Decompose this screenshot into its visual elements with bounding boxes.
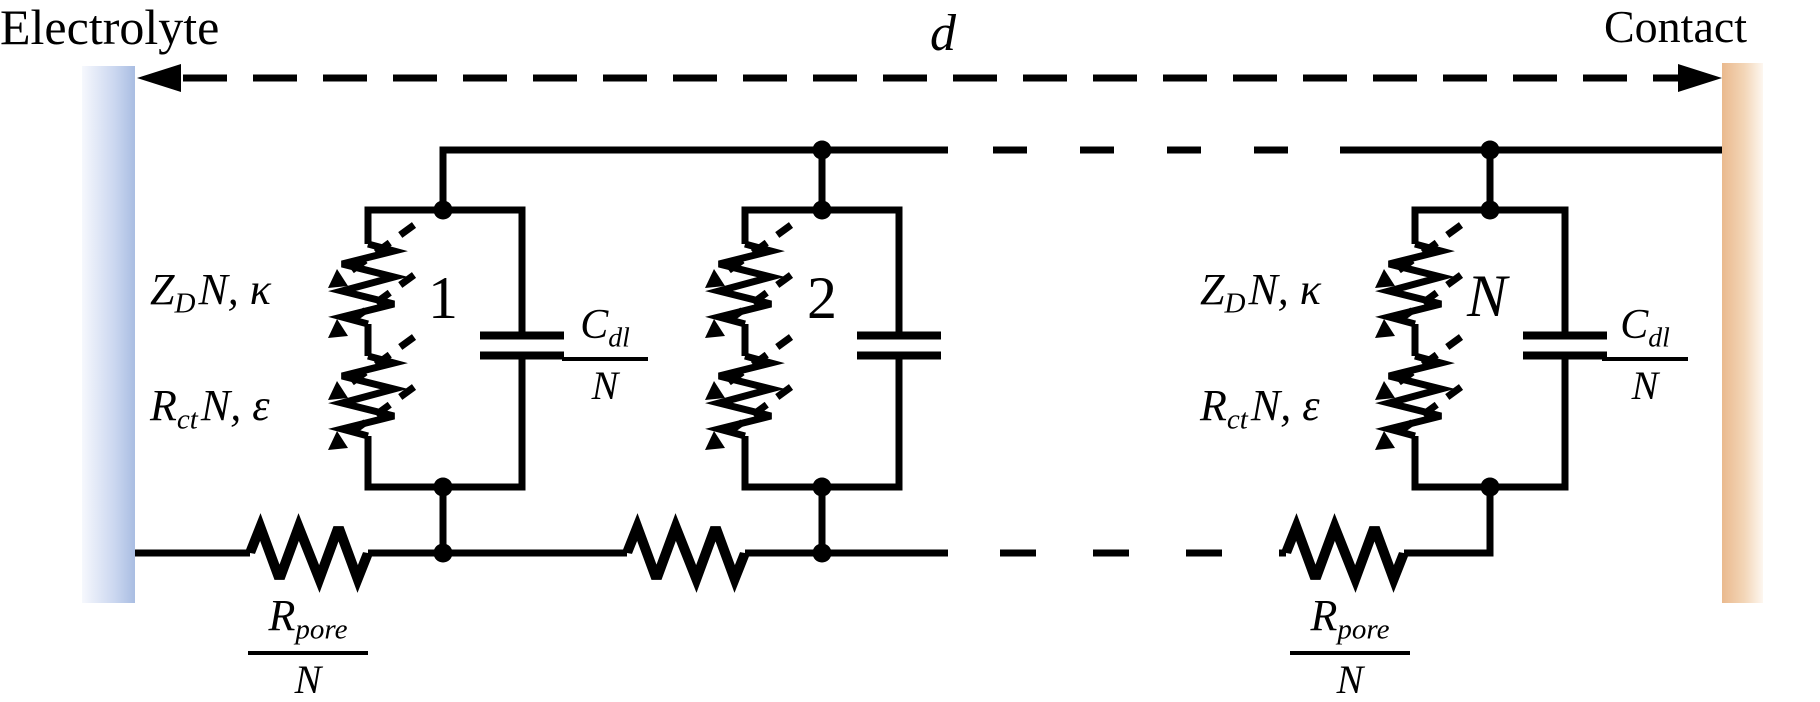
- fraction-numerator: Rpore: [1290, 592, 1410, 655]
- electrolyte-electrode-bar: [82, 66, 135, 603]
- capacitor-cell-n: [1523, 336, 1607, 356]
- top-rail-left-solid: [439, 146, 948, 210]
- label-base: C: [580, 302, 609, 348]
- label-rest: N, κ: [1248, 265, 1321, 314]
- bottom-rail: [135, 487, 1494, 579]
- variable-resistor-zd-cell-1: [328, 225, 414, 338]
- label-base: R: [1310, 591, 1338, 640]
- double-layer-capacitance-label-cell-n: Cdl N: [1602, 302, 1688, 406]
- unit-cell-1: [328, 200, 564, 563]
- unit-cell-n: [1375, 140, 1607, 497]
- junction-dot: [812, 140, 832, 160]
- capacitor-cell-2: [857, 336, 941, 356]
- charge-transfer-label-cell-1: RctN, ε: [150, 384, 270, 435]
- cell-2-number: 2: [807, 265, 837, 331]
- distance-label: d: [930, 5, 956, 62]
- label-rest: N, ε: [200, 381, 270, 430]
- contact-label: Contact: [1604, 1, 1748, 52]
- pore-resistor-2: [627, 527, 745, 579]
- fraction-numerator: Cdl: [562, 302, 648, 362]
- junction-dot: [433, 477, 453, 497]
- junction-dot: [433, 200, 453, 220]
- label-subscript: ct: [176, 403, 198, 436]
- arrowhead-right-icon: [1678, 64, 1722, 92]
- label-base: R: [150, 381, 177, 430]
- label-subscript: ct: [1226, 403, 1248, 436]
- pore-resistor-n: [1286, 527, 1404, 579]
- variable-resistor-zd-cell-n: [1375, 225, 1461, 338]
- capacitor-cell-1: [480, 336, 564, 356]
- unit-cell-2: [705, 140, 941, 563]
- fraction-numerator: Cdl: [1602, 302, 1688, 362]
- label-subscript: pore: [1337, 613, 1390, 646]
- label-subscript: D: [174, 287, 196, 320]
- label-rest: N, κ: [198, 265, 271, 314]
- junction-dot: [1480, 477, 1500, 497]
- junction-dot: [812, 543, 832, 563]
- bottom-rail-right-corner: [1404, 487, 1494, 557]
- pore-resistance-label-n: Rpore N: [1290, 592, 1410, 700]
- top-rail: [439, 146, 1722, 210]
- fraction-denominator: N: [591, 363, 619, 409]
- fraction-denominator: N: [1336, 656, 1364, 702]
- fraction-numerator: Rpore: [248, 592, 368, 655]
- cell-n-number: N: [1466, 263, 1508, 329]
- pore-resistance-label-1: Rpore N: [248, 592, 368, 700]
- label-subscript: D: [1224, 287, 1246, 320]
- label-base: R: [1200, 381, 1227, 430]
- variable-resistor-zd-cell-2: [705, 225, 791, 338]
- fraction-denominator: N: [294, 656, 322, 702]
- label-base: C: [1620, 302, 1649, 348]
- electrolyte-label: Electrolyte: [0, 0, 220, 55]
- fraction-denominator: N: [1631, 363, 1659, 409]
- label-subscript: dl: [608, 321, 630, 353]
- charge-transfer-label-cell-n: RctN, ε: [1200, 384, 1320, 435]
- label-base: R: [268, 591, 296, 640]
- diffusion-impedance-label-cell-1: ZDN, κ: [150, 268, 271, 319]
- junction-dot: [1480, 200, 1500, 220]
- label-subscript: dl: [1648, 321, 1670, 353]
- double-layer-capacitance-label-cell-1: Cdl N: [562, 302, 648, 406]
- junction-dot: [433, 543, 453, 563]
- label-rest: N, ε: [1250, 381, 1320, 430]
- arrowhead-left-icon: [137, 64, 181, 92]
- cell-1-number: 1: [428, 265, 458, 331]
- variable-resistor-rct-cell-1: [328, 337, 414, 450]
- junction-dot: [1480, 140, 1500, 160]
- junction-dot: [812, 200, 832, 220]
- diffusion-impedance-label-cell-n: ZDN, κ: [1200, 268, 1321, 319]
- variable-resistor-rct-cell-2: [705, 337, 791, 450]
- label-base: Z: [150, 265, 175, 314]
- contact-electrode-bar: [1722, 63, 1763, 603]
- distance-arrow: [137, 64, 1722, 92]
- junction-dot: [812, 477, 832, 497]
- label-subscript: pore: [295, 613, 348, 646]
- pore-resistor-1: [250, 527, 368, 579]
- variable-resistor-rct-cell-n: [1375, 337, 1461, 450]
- label-base: Z: [1200, 265, 1225, 314]
